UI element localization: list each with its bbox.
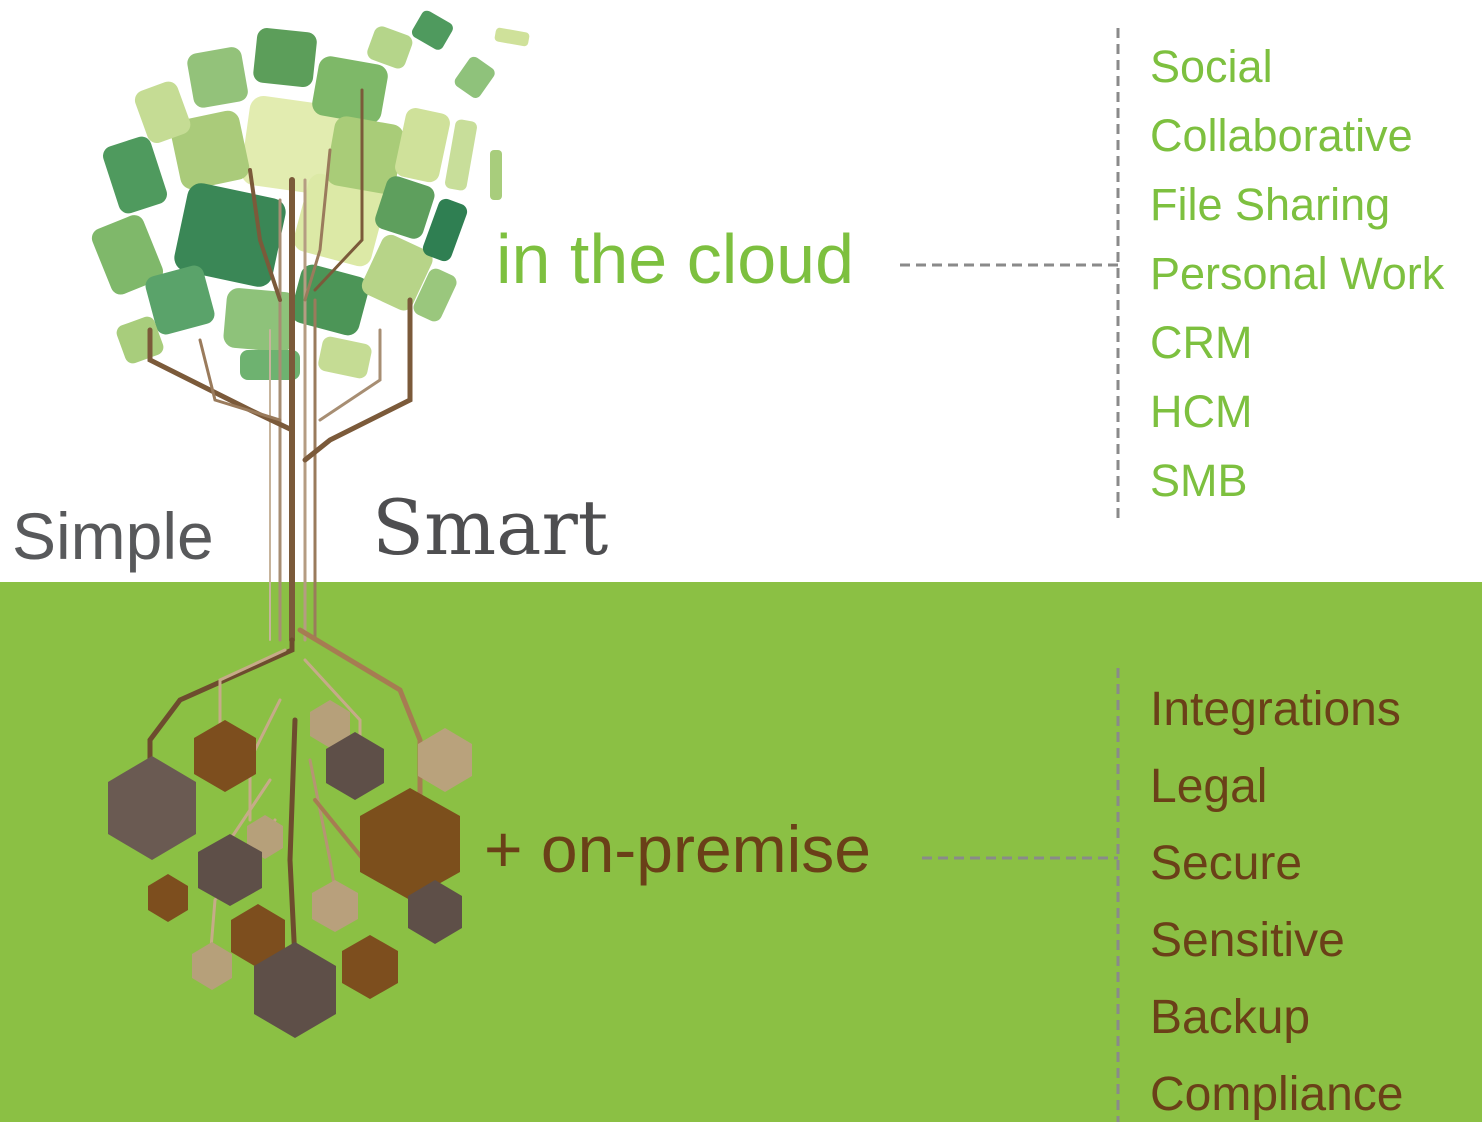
simple-label: Simple (12, 499, 214, 573)
premise-item-compliance: Compliance (1150, 1068, 1404, 1121)
smart-label: Smart (372, 483, 609, 572)
cloud-item-crm: CRM (1150, 317, 1253, 368)
premise-item-sensitive: Sensitive (1150, 914, 1345, 967)
premise-item-integrations: Integrations (1150, 683, 1401, 736)
cloud-item-file-sharing: File Sharing (1150, 179, 1391, 230)
premise-item-backup: Backup (1150, 991, 1311, 1044)
cloud-item-social: Social (1150, 41, 1273, 92)
connector-lines (900, 28, 1120, 1122)
tree-trunk (147, 88, 413, 643)
cloud-item-personal-work: Personal Work (1150, 248, 1445, 299)
hexagon-roots-icon (108, 700, 472, 1038)
cloud-label: in the cloud (496, 220, 855, 298)
on-premise-label: + on-premise (484, 812, 872, 886)
cloud-item-collaborative: Collaborative (1150, 110, 1413, 161)
cloud-item-hcm: HCM (1150, 386, 1253, 437)
premise-item-legal: Legal (1150, 760, 1268, 813)
tree-canopy-mosaic-icon (91, 10, 530, 380)
cloud-item-smb: SMB (1150, 455, 1248, 506)
premise-item-secure: Secure (1150, 837, 1303, 890)
